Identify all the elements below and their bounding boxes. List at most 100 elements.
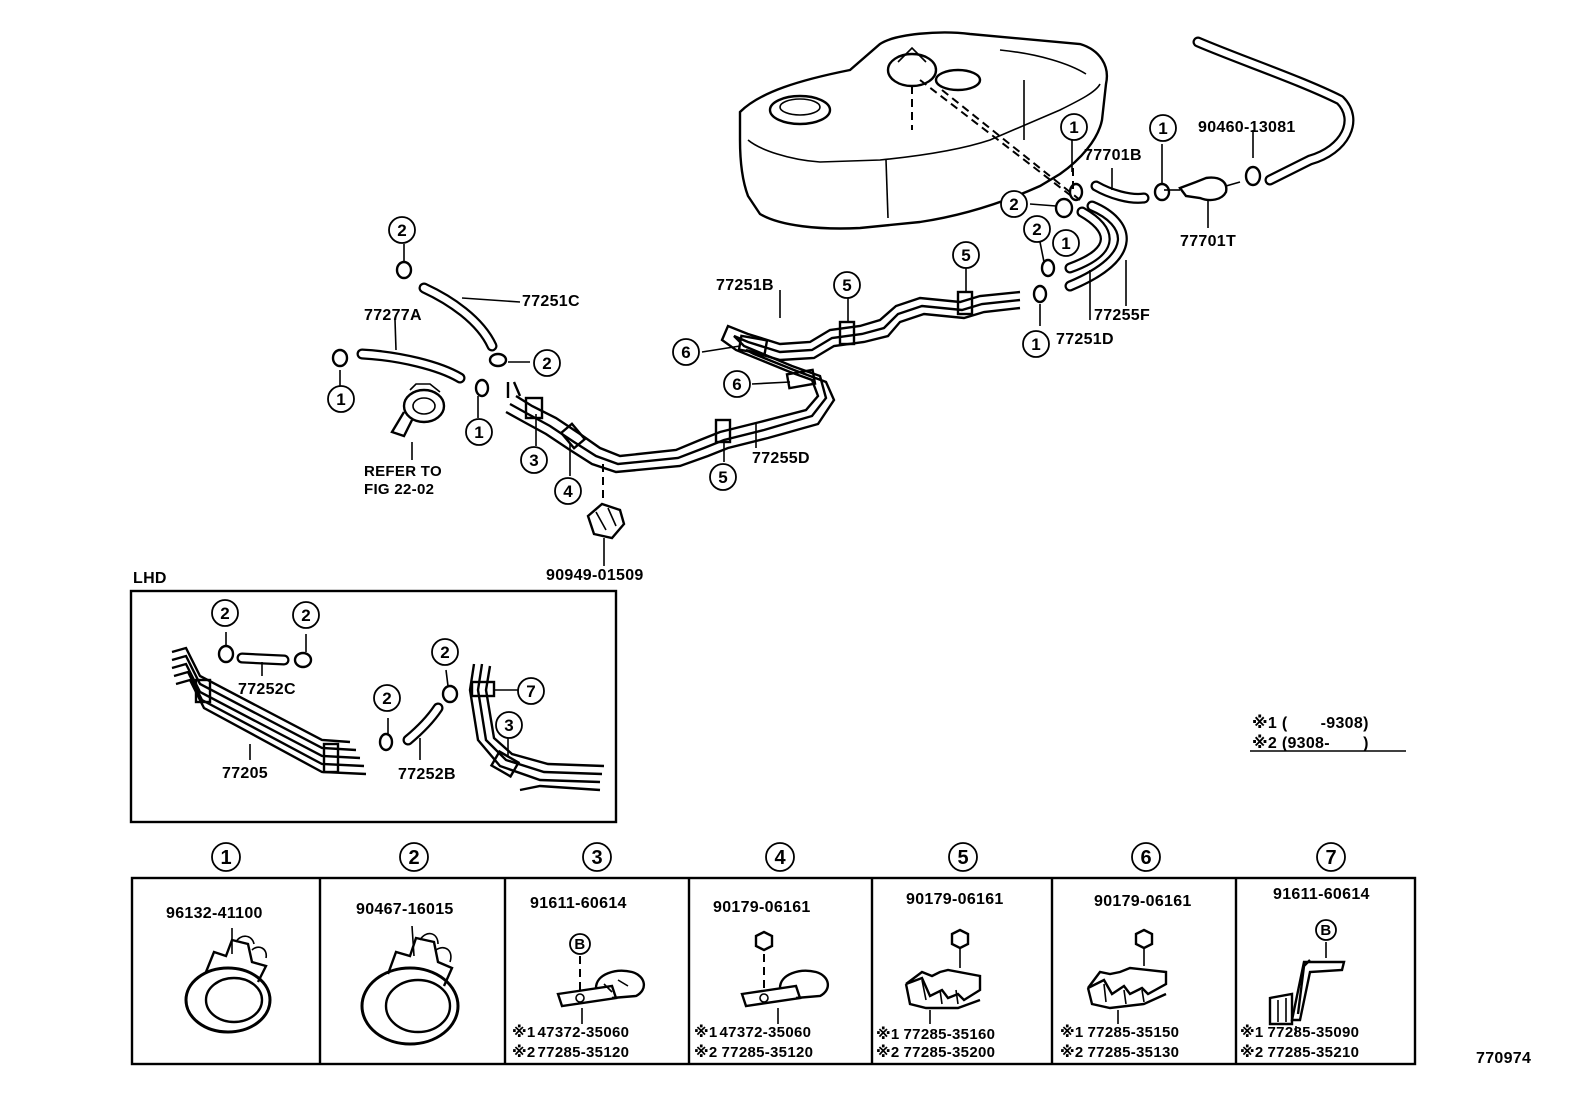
label-77277a: 77277A: [364, 307, 422, 324]
hose-77701b: [1090, 168, 1171, 204]
callout-2-c: 2: [1000, 190, 1028, 218]
legend-3-part: 91611-60614: [530, 895, 627, 912]
lhd-title: LHD: [133, 570, 167, 587]
legend-headers: 1 2 3 4 5 6 7: [211, 842, 1346, 872]
label-77205: 77205: [222, 765, 268, 782]
legend-header-3: 3: [582, 842, 612, 872]
svg-text:5: 5: [718, 468, 727, 487]
legend-part-numbers: 96132-41100 90467-16015 91611-60614 9017…: [166, 886, 1370, 953]
callout-2-d: 2: [1023, 215, 1051, 243]
callout-2-a: 2: [388, 216, 416, 244]
svg-text:1: 1: [220, 847, 231, 869]
label-90460-13081: 90460-13081: [1198, 119, 1296, 136]
callout-2-b: 2: [533, 349, 561, 377]
svg-text:2: 2: [440, 643, 449, 662]
hoses-77255f-77251d: [1032, 182, 1128, 326]
legend-clip-3: [556, 933, 645, 1024]
callout-4-a: 4: [554, 477, 582, 505]
legend-3-bolt-b: B: [574, 936, 585, 953]
svg-text:3: 3: [529, 451, 538, 470]
label-77701b: 77701B: [1084, 147, 1142, 164]
svg-text:6: 6: [1140, 847, 1151, 869]
refer-note-line-1: REFER TO: [364, 463, 442, 480]
svg-text:2: 2: [397, 221, 406, 240]
legend-2-part: 90467-16015: [356, 901, 454, 918]
svg-text:1: 1: [1061, 234, 1070, 253]
legend-6-part: 90179-06161: [1094, 893, 1192, 910]
callout-5-b: 5: [833, 271, 861, 299]
svg-text:1: 1: [1158, 119, 1167, 138]
svg-text:1: 1: [1031, 335, 1040, 354]
svg-text:2: 2: [1009, 195, 1018, 214]
legend-clip-4: [740, 930, 829, 1024]
svg-text:4: 4: [774, 847, 786, 869]
legend-header-1: 1: [211, 842, 241, 872]
date-note-1-text: ( -9308): [1282, 715, 1369, 732]
svg-text:2: 2: [408, 847, 419, 869]
legend-header-2: 2: [399, 842, 429, 872]
lhd-parts: [171, 632, 605, 792]
legend-header-6: 6: [1131, 842, 1161, 872]
date-note-2-mark: ※2: [1252, 734, 1277, 752]
callout-5-c: 5: [952, 241, 980, 269]
legend-header-7: 7: [1316, 842, 1346, 872]
legend-clamp-2: [360, 925, 460, 1046]
label-77251d: 77251D: [1056, 331, 1114, 348]
label-90949-01509: 90949-01509: [546, 567, 644, 584]
legend-1-part: 96132-41100: [166, 905, 263, 922]
label-77252b: 77252B: [398, 766, 456, 783]
vent-hose-90460: [1192, 36, 1355, 187]
date-note-2-text: (9308- ): [1282, 735, 1369, 752]
legend-header-4: 4: [765, 842, 795, 872]
date-note-1: ※1 ( -9308): [1252, 714, 1369, 732]
callout-1-e: 1: [1052, 229, 1080, 257]
callout-5-a: 5: [709, 463, 737, 491]
date-note-1-mark: ※1: [1252, 714, 1277, 732]
label-77252c: 77252C: [238, 681, 296, 698]
svg-text:1: 1: [336, 390, 345, 409]
svg-text:5: 5: [957, 847, 968, 869]
label-77251c: 77251C: [522, 293, 580, 310]
svg-text:1: 1: [474, 423, 483, 442]
legend-7-bolt-b: B: [1320, 922, 1331, 939]
legend-header-5: 5: [948, 842, 978, 872]
callout-3-a: 3: [520, 446, 548, 474]
svg-text:2: 2: [220, 604, 229, 623]
label-77255d: 77255D: [752, 450, 810, 467]
refer-note-line-2: FIG 22-02: [364, 481, 434, 498]
lhd-inset-box: [129, 589, 618, 824]
label-77251b: 77251B: [716, 277, 774, 294]
svg-text:7: 7: [1325, 847, 1336, 869]
figure-id: 770974: [1476, 1050, 1531, 1067]
main-pipes-77251b-77255d: [505, 290, 1021, 500]
legend-4-part: 90179-06161: [713, 899, 811, 916]
callout-1-a: 1: [327, 385, 355, 413]
svg-text:4: 4: [563, 482, 573, 501]
legend-clip-5: [904, 928, 982, 1024]
fuel-tank: [738, 31, 1109, 230]
callout-1-c: 1: [1060, 113, 1088, 141]
callout-leaders: [535, 140, 1163, 476]
hoses-77277a-77251c: [331, 244, 530, 418]
legend-clip-7: [1268, 919, 1346, 1034]
svg-text:2: 2: [382, 689, 391, 708]
canister-77701t: [1164, 176, 1241, 228]
legend-grid: [130, 876, 1417, 1066]
legend-5-part: 90179-06161: [906, 891, 1004, 908]
callout-1-f: 1: [1022, 330, 1050, 358]
label-77701t: 77701T: [1180, 233, 1236, 250]
main-part-labels: 77277A 77251C 77251B 77255D 90949-01509 …: [364, 119, 1296, 584]
grommet-90949: [586, 502, 626, 566]
legend-7-part: 91611-60614: [1273, 886, 1370, 903]
callout-6-a: 6: [672, 338, 700, 366]
svg-text:5: 5: [842, 276, 851, 295]
callout-1-d: 1: [1149, 114, 1177, 142]
